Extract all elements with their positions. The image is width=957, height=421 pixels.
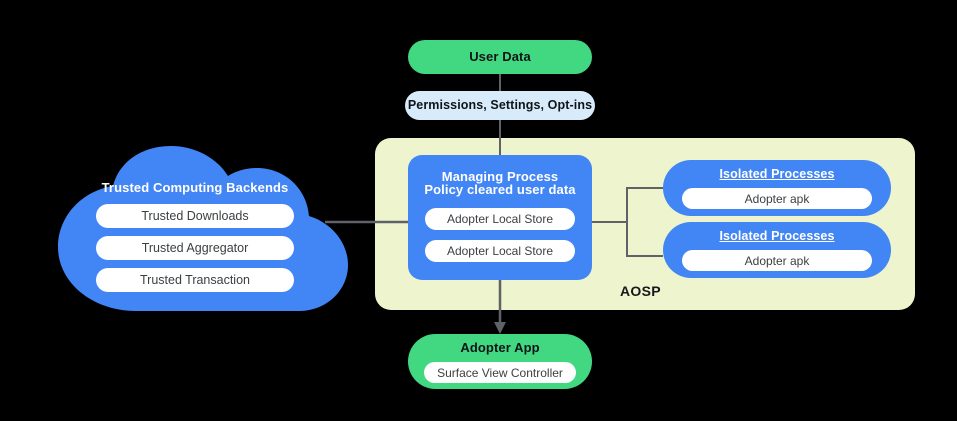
cloud-item-trusted-transaction[interactable]: Trusted Transaction xyxy=(96,268,294,293)
isolated-process-title-1: Isolated Processes xyxy=(719,166,835,181)
isolated-process-title-2: Isolated Processes xyxy=(719,228,835,243)
user-data-label: User Data xyxy=(469,48,531,64)
isolated-process-node-1[interactable]: Isolated Processes Adopter apk xyxy=(663,160,891,216)
adopter-apk-chip-2[interactable]: Adopter apk xyxy=(682,250,872,272)
permissions-node[interactable]: Permissions, Settings, Opt-ins xyxy=(405,91,595,120)
adopter-app-node[interactable]: Adopter App Surface View Controller xyxy=(408,334,592,389)
adopter-local-store-2[interactable]: Adopter Local Store xyxy=(425,239,575,262)
user-data-node[interactable]: User Data xyxy=(408,40,592,74)
permissions-label: Permissions, Settings, Opt-ins xyxy=(407,97,593,112)
isolated-process-node-2[interactable]: Isolated Processes Adopter apk xyxy=(663,222,891,278)
cloud-item-trusted-downloads[interactable]: Trusted Downloads xyxy=(96,204,294,229)
arrowhead-adopterapp xyxy=(494,322,506,334)
surface-view-controller-chip[interactable]: Surface View Controller xyxy=(424,362,576,384)
managing-process-node[interactable]: Managing Process Policy cleared user dat… xyxy=(408,155,592,280)
aosp-label: AOSP xyxy=(620,283,661,299)
cloud-content: Trusted Computing Backends Trusted Downl… xyxy=(40,146,350,311)
cloud-title: Trusted Computing Backends xyxy=(101,180,289,195)
adopter-apk-chip-1[interactable]: Adopter apk xyxy=(682,188,872,210)
adopter-app-title: Adopter App xyxy=(460,339,540,355)
adopter-local-store-1[interactable]: Adopter Local Store xyxy=(425,207,575,230)
managing-process-subtitle: Policy cleared user data xyxy=(424,181,576,197)
managing-process-title: Managing Process xyxy=(441,169,559,185)
cloud-item-trusted-aggregator[interactable]: Trusted Aggregator xyxy=(96,236,294,261)
trusted-computing-backends-cloud[interactable]: Trusted Computing Backends Trusted Downl… xyxy=(40,146,350,311)
